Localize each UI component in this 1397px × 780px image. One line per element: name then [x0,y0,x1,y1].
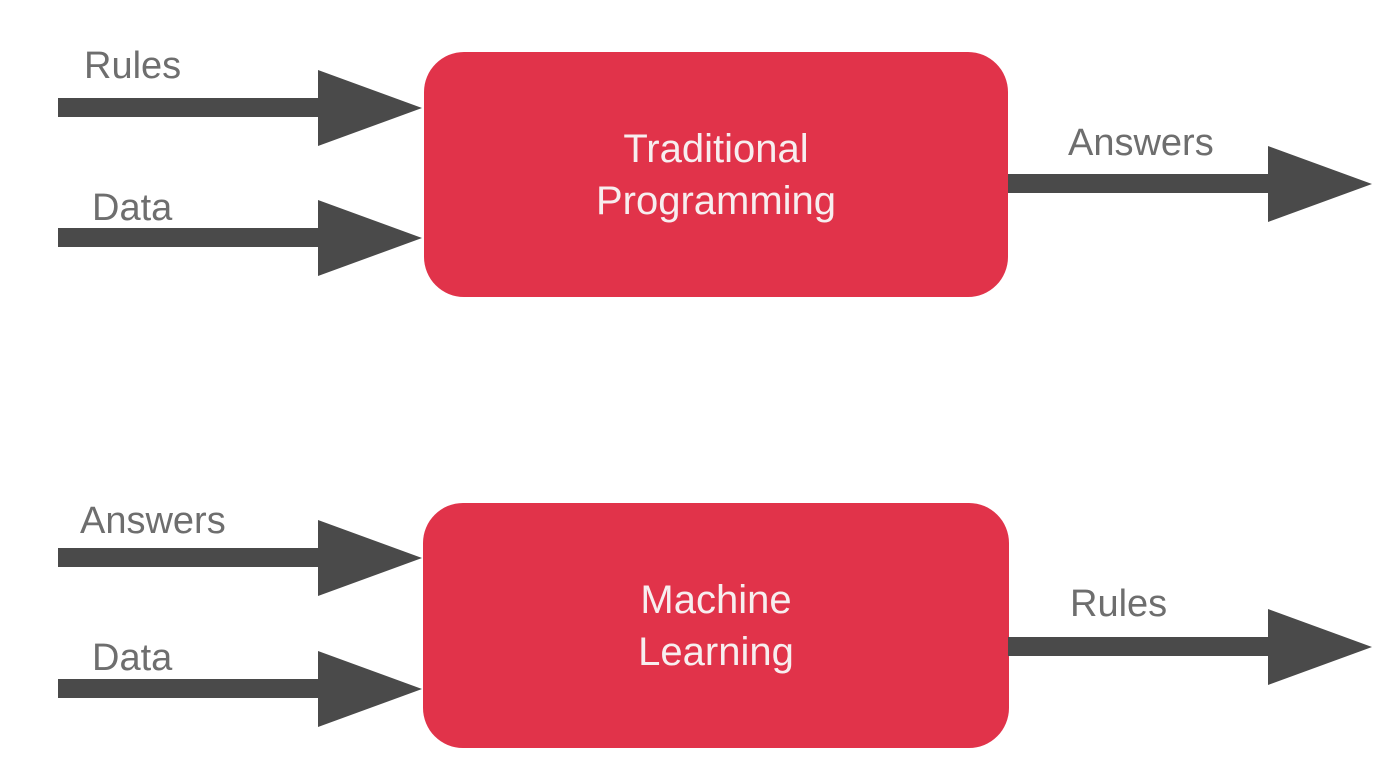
input-arrow-answers-icon [58,520,422,596]
output-arrow-rules-icon [1008,609,1372,685]
input-label-rules: Rules [84,45,182,87]
arrow-head [1268,609,1372,685]
input-label-data: Data [92,187,173,229]
arrow-head [318,520,422,596]
arrow-shaft [58,98,320,117]
arrow-shaft [58,679,320,698]
arrow-head [318,200,422,276]
input-arrow-rules-icon [58,70,422,146]
arrow-head [1268,146,1372,222]
input-label-data: Data [92,637,173,679]
arrow-shaft [1008,174,1270,193]
input-arrow-data-icon [58,200,422,276]
box-label-line1: Machine [640,577,792,622]
output-label-rules: Rules [1070,583,1168,625]
arrow-shaft [58,548,320,567]
output-label-answers: Answers [1068,122,1214,164]
arrow-shaft [1008,637,1270,656]
box-label-line2: Learning [638,629,794,674]
machine-learning-box: Machine Learning [423,503,1009,748]
output-arrow-answers-icon [1008,146,1372,222]
traditional-programming-box: Traditional Programming [424,52,1008,297]
input-label-answers: Answers [80,500,226,542]
input-arrow-data-icon [58,651,422,727]
arrow-head [318,651,422,727]
arrow-shaft [58,228,320,247]
box-label-line2: Programming [595,178,837,223]
box-label-line1: Traditional [623,126,809,171]
arrow-head [318,70,422,146]
